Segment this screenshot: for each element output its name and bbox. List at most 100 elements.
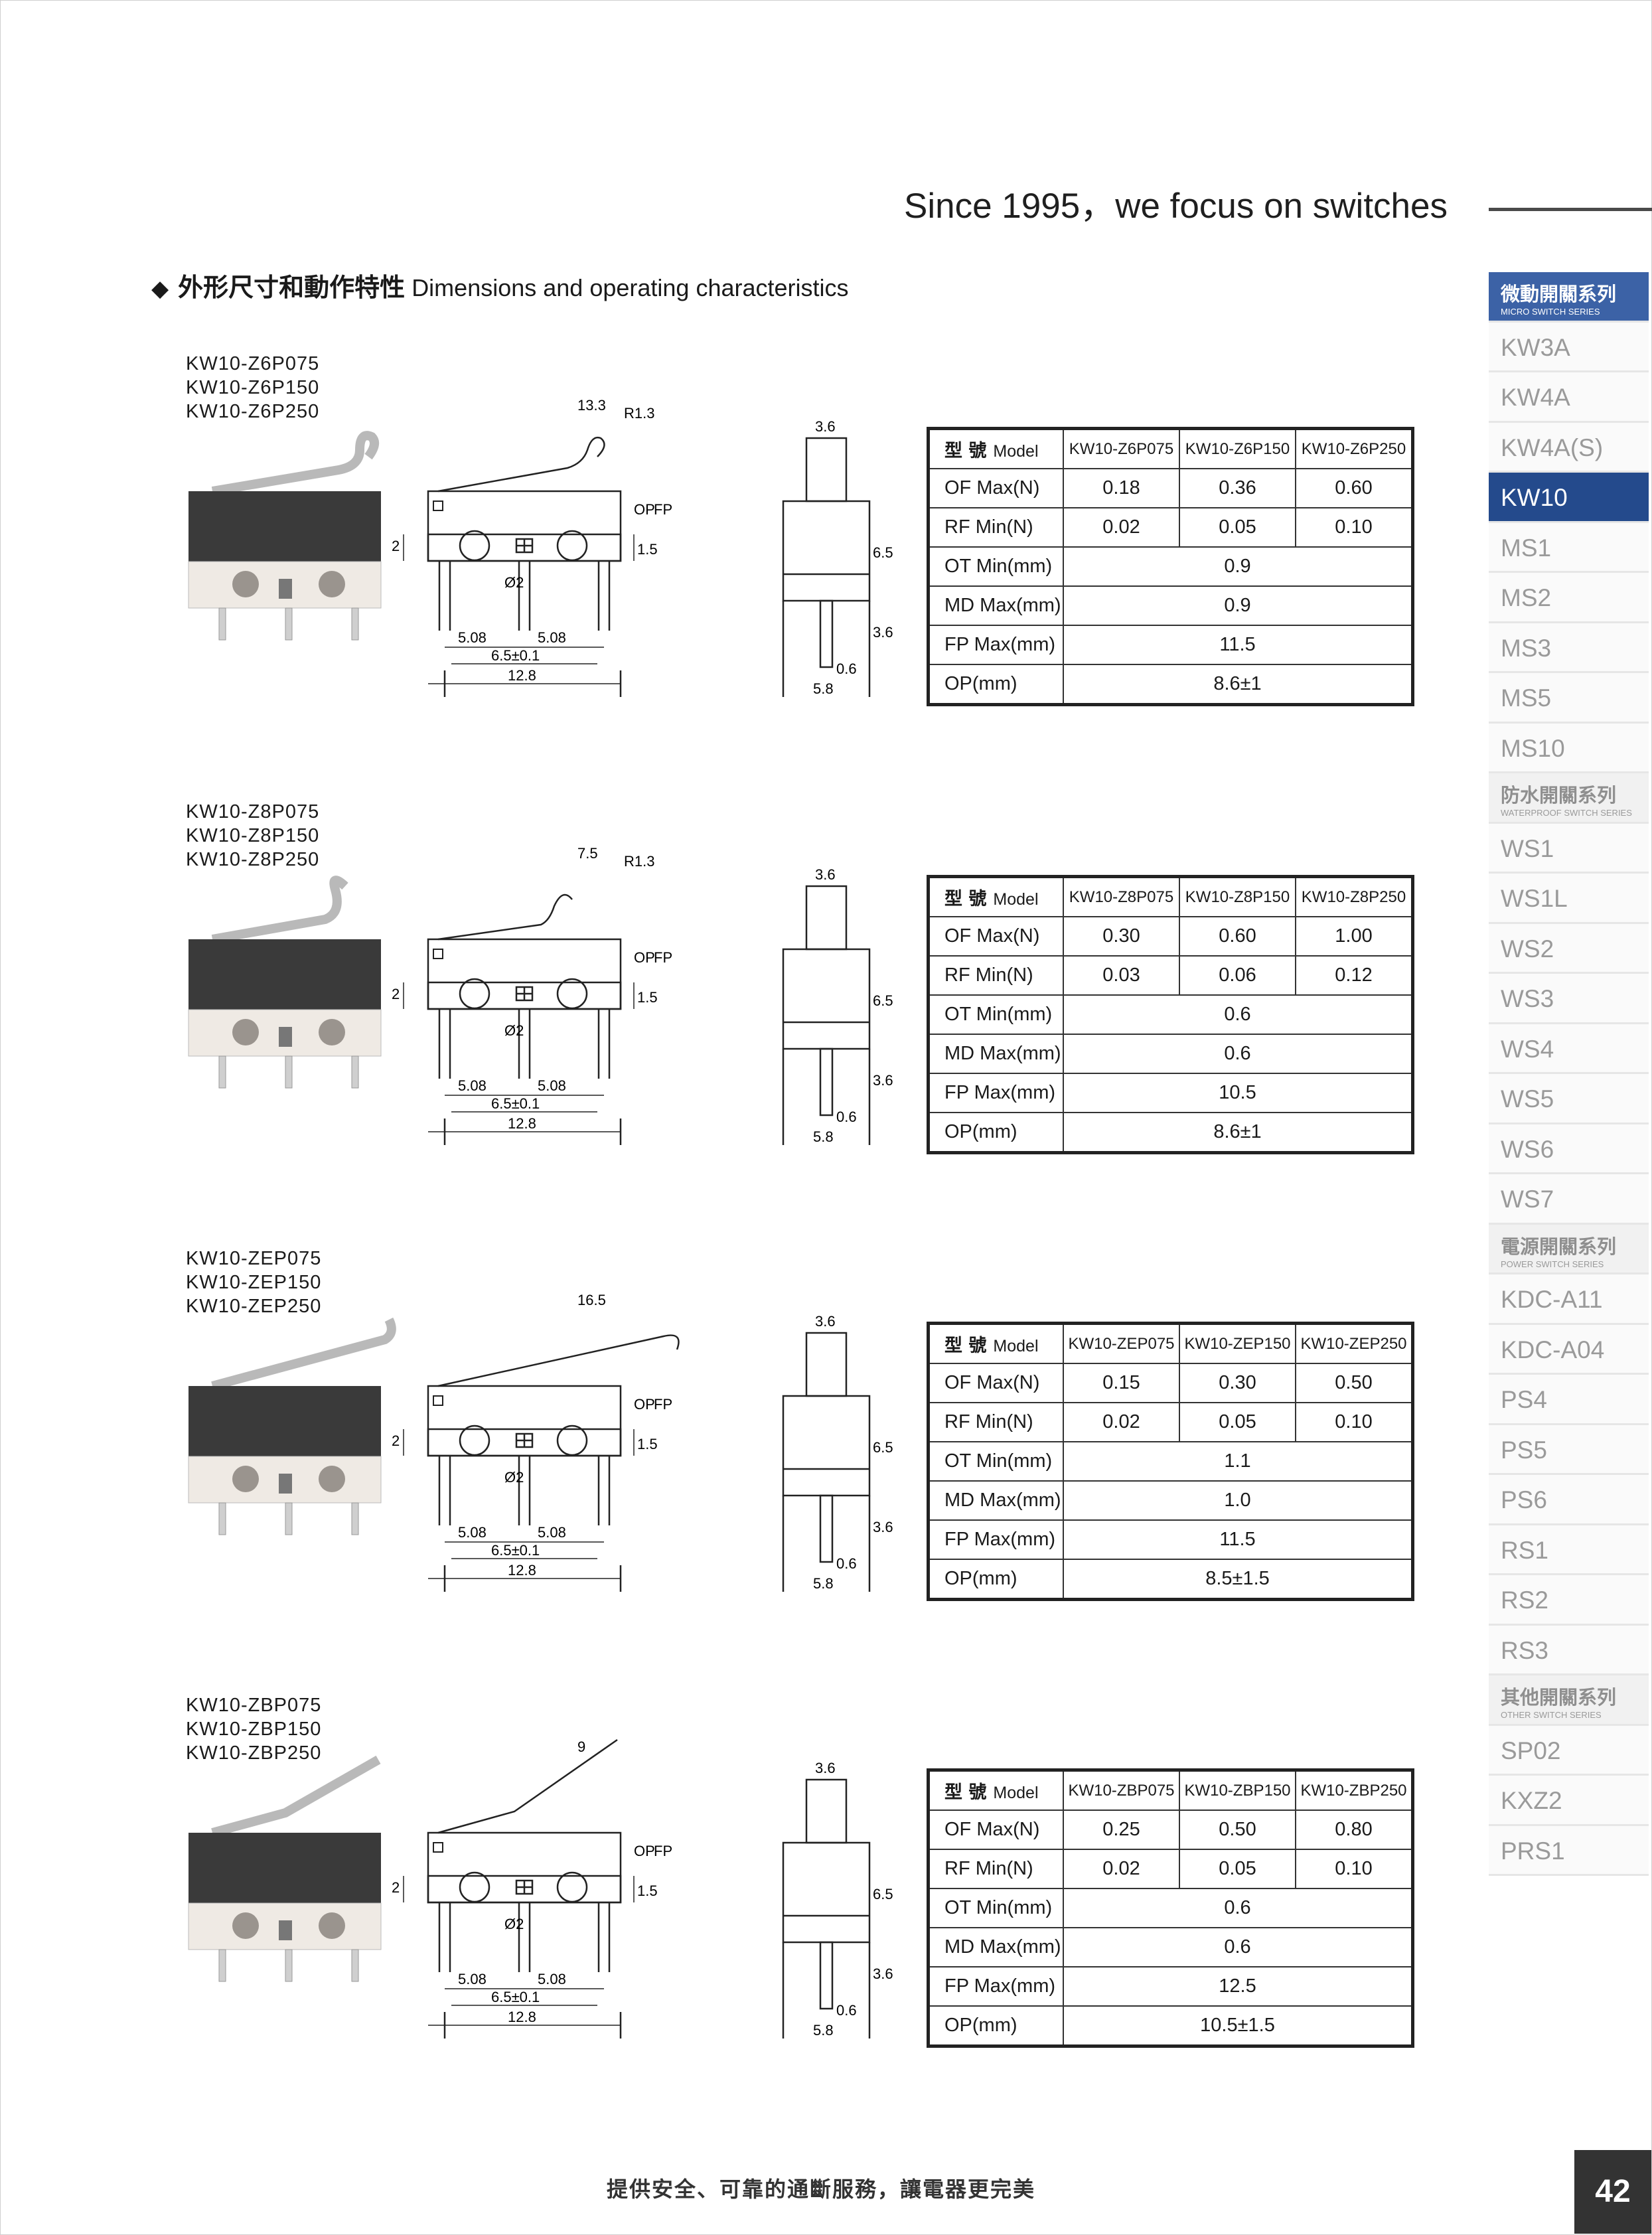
drawing-lower-body	[427, 533, 622, 562]
page-number: 42	[1574, 2150, 1651, 2234]
switch-photo	[188, 1317, 396, 1535]
sidebar-item-kxz2[interactable]: KXZ2	[1489, 1776, 1649, 1826]
sidebar-item-ws3[interactable]: WS3	[1489, 974, 1649, 1024]
sidebar-item-kw3a[interactable]: KW3A	[1489, 322, 1649, 372]
model-col: KW10-Z6P250	[1295, 427, 1414, 469]
sidebar-item-prs1[interactable]: PRS1	[1489, 1825, 1649, 1876]
model-code: KW10-Z6P075	[186, 353, 320, 374]
sidebar-item-ws4[interactable]: WS4	[1489, 1024, 1649, 1074]
sidebar-item-rs2[interactable]: RS2	[1489, 1575, 1649, 1626]
photo-lever	[211, 1755, 381, 1837]
model-col: KW10-Z6P150	[1179, 427, 1296, 469]
sidebar-item-label: WS2	[1501, 935, 1554, 963]
sidebar-item-ms10[interactable]: MS10	[1489, 723, 1649, 773]
drawing-hole-left	[459, 530, 490, 562]
drawing-pin-1	[438, 561, 451, 631]
sidebar-item-ms1[interactable]: MS1	[1489, 522, 1649, 573]
sidebar-item-ps5[interactable]: PS5	[1489, 1425, 1649, 1475]
dim-lever: 9	[577, 1738, 585, 1755]
sidebar-item-ws2[interactable]: WS2	[1489, 923, 1649, 974]
side-dim-thick-top: 3.6	[815, 866, 836, 883]
sidebar-item-ws7[interactable]: WS7	[1489, 1174, 1649, 1225]
sidebar-item-ws5[interactable]: WS5	[1489, 1074, 1649, 1124]
model-codes: KW10-Z6P075 KW10-Z6P150 KW10-Z6P250	[186, 352, 319, 424]
dim-h2: 2	[392, 986, 400, 1002]
sidebar-item-rs1[interactable]: RS1	[1489, 1525, 1649, 1575]
side-dim-height: 6.5	[873, 992, 893, 1009]
drawing-pin-3	[597, 1009, 611, 1079]
drawing-hole-left	[459, 1425, 490, 1456]
sidebar-item-ps4[interactable]: PS4	[1489, 1375, 1649, 1425]
dim-pitch-right: 5.08	[538, 629, 566, 646]
sidebar-item-ws6[interactable]: WS6	[1489, 1124, 1649, 1174]
sidebar-item-kdc-a11[interactable]: KDC-A11	[1489, 1274, 1649, 1325]
sidebar-item-kw10[interactable]: KW10	[1489, 473, 1649, 523]
side-pin	[819, 1494, 834, 1563]
sidebar-item-kw4a[interactable]: KW4A	[1489, 372, 1649, 423]
sidebar-item-label: RS1	[1501, 1536, 1548, 1564]
table-row: OP(mm) 8.5±1.5	[927, 1559, 1414, 1600]
table-row: OT Min(mm) 0.6	[927, 1888, 1414, 1928]
photo-pin-3	[351, 607, 359, 641]
table-row: FP Max(mm) 11.5	[927, 625, 1414, 665]
sidebar-item-ms5[interactable]: MS5	[1489, 673, 1649, 724]
dim-body-length: 12.8	[508, 667, 536, 684]
sidebar-item-label: PS5	[1501, 1436, 1547, 1464]
photo-pin-2	[285, 1502, 293, 1535]
photo-slot	[279, 1920, 292, 1940]
photo-hole-right	[319, 1019, 345, 1045]
drawing-pin-2	[518, 1009, 531, 1079]
product-block-3: KW10-ZEP075 KW10-ZEP150 KW10-ZEP250	[0, 1247, 1487, 1678]
sidebar-category-en: MICRO SWITCH SERIES	[1501, 307, 1600, 317]
sidebar-item-ws1l[interactable]: WS1L	[1489, 874, 1649, 924]
sidebar-item-label: RS2	[1501, 1586, 1548, 1614]
sidebar-item-label: KW4A	[1501, 384, 1570, 411]
sidebar-item-ws1[interactable]: WS1	[1489, 823, 1649, 874]
drawing-pin-2	[518, 561, 531, 631]
sidebar-item-kw4a-s-[interactable]: KW4A(S)	[1489, 422, 1649, 473]
sidebar-item-ps6[interactable]: PS6	[1489, 1475, 1649, 1525]
side-pin	[819, 1941, 834, 2010]
drawing-pin-1	[438, 1009, 451, 1079]
table-row: FP Max(mm) 10.5	[927, 1073, 1414, 1113]
table-row: RF Min(N) 0.02 0.05 0.10	[927, 507, 1414, 548]
sidebar-item-ms2[interactable]: MS2	[1489, 573, 1649, 623]
sidebar-item-rs3[interactable]: RS3	[1489, 1625, 1649, 1675]
table-row: OT Min(mm) 1.1	[927, 1441, 1414, 1482]
sidebar-item-label: PRS1	[1501, 1837, 1565, 1865]
sidebar-item-ms3[interactable]: MS3	[1489, 623, 1649, 673]
sidebar-item-kdc-a04[interactable]: KDC-A04	[1489, 1324, 1649, 1375]
photo-hole-left	[232, 571, 259, 597]
photo-hole-right	[319, 571, 345, 597]
dim-width-tol: 6.5±0.1	[491, 1542, 540, 1559]
sidebar-category-en: POWER SWITCH SERIES	[1501, 1259, 1604, 1269]
side-body	[782, 1841, 871, 1944]
model-col: KW10-ZBP250	[1295, 1769, 1414, 1811]
photo-hole-left	[232, 1019, 259, 1045]
dim-fp: FP	[654, 1843, 672, 1859]
lever-arm	[211, 1755, 381, 1837]
drawing-lever	[437, 893, 573, 941]
sidebar-item-sp02[interactable]: SP02	[1489, 1725, 1649, 1776]
sidebar-item-label: MS3	[1501, 634, 1552, 662]
model-code: KW10-ZEP075	[186, 1248, 322, 1269]
dim-op: OP	[634, 1843, 655, 1859]
photo-pin-1	[218, 607, 226, 641]
sidebar-item-label: PS4	[1501, 1386, 1547, 1413]
table-row: MD Max(mm) 0.6	[927, 1927, 1414, 1967]
dim-h15: 1.5	[637, 1436, 658, 1452]
model-code: KW10-Z6P150	[186, 377, 320, 398]
sidebar-item-label: KW10	[1501, 484, 1568, 511]
dim-pitch-left: 5.08	[458, 1971, 487, 1987]
sidebar-item-label: WS3	[1501, 985, 1554, 1012]
product-block-2: KW10-Z8P075 KW10-Z8P150 KW10-Z8P250	[0, 800, 1487, 1231]
drawing-pin-3	[597, 561, 611, 631]
slogan: Since 1995，we focus on switches	[904, 187, 1448, 226]
